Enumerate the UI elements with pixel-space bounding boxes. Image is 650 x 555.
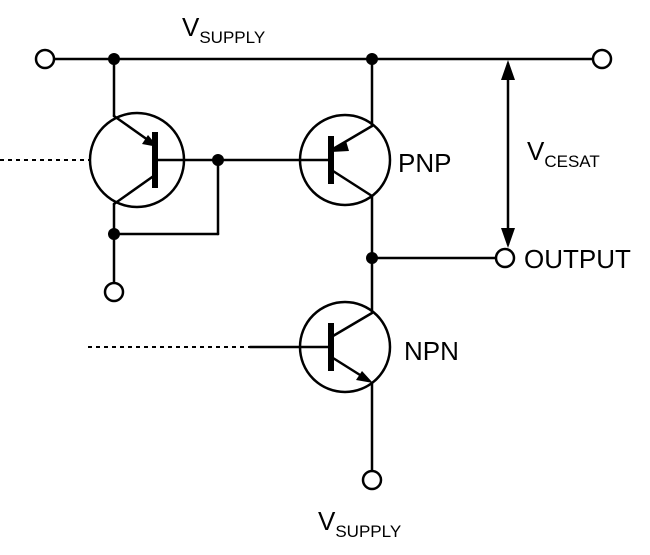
pnp-label: PNP bbox=[398, 148, 451, 178]
supply-terminal-right bbox=[591, 48, 613, 70]
junction-node bbox=[366, 252, 378, 264]
supply-terminal-left bbox=[34, 48, 56, 70]
npn-label: NPN bbox=[404, 336, 459, 366]
npn-transistor bbox=[248, 300, 392, 473]
junction-node bbox=[212, 154, 224, 166]
junction-node bbox=[108, 228, 120, 240]
vcesat-arrow bbox=[501, 60, 515, 248]
mirror-reference-transistor bbox=[88, 57, 302, 285]
bottom-supply-terminal bbox=[361, 469, 383, 491]
output-terminal bbox=[494, 247, 516, 269]
vsupply-bottom-label: VSUPPLY bbox=[318, 506, 401, 541]
mirror-terminal bbox=[103, 281, 125, 303]
output-label: OUTPUT bbox=[524, 244, 631, 274]
junction-node bbox=[108, 53, 120, 65]
vcesat-label: VCESAT bbox=[527, 136, 600, 171]
mirror-feedback-loop bbox=[112, 158, 220, 236]
junction-node bbox=[366, 53, 378, 65]
pnp-transistor bbox=[298, 57, 392, 318]
vsupply-top-label: VSUPPLY bbox=[182, 12, 265, 47]
